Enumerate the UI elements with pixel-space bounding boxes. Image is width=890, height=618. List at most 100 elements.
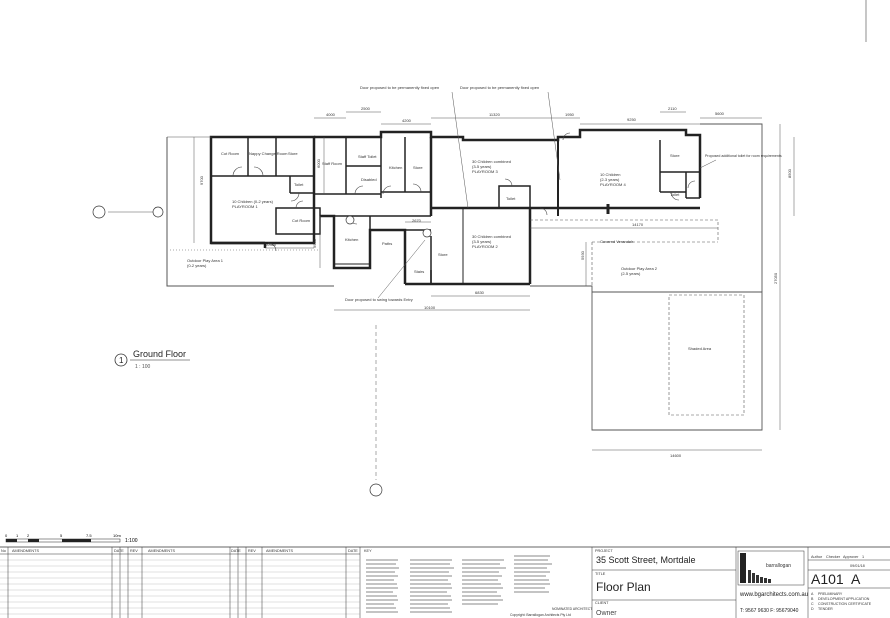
label-nappy-change: Nappy Change Room [249, 151, 288, 156]
label-playroom-1-code: PLAYROOM 1 [232, 204, 258, 209]
label-store-1: Store [288, 151, 298, 156]
project-name: 35 Scott Street, Mortdale [596, 555, 696, 565]
amend-hdr-date-2: DATE [231, 549, 241, 553]
amend-hdr-date-3: DATE [348, 549, 358, 553]
amend-hdr-no: No [1, 549, 6, 553]
note-door-fixed-1: Door proposed to be permanently fixed op… [360, 85, 439, 90]
dim-2110: 2110 [668, 106, 677, 111]
rev-row-c: CONSTRUCTION CERTIFICATE [818, 602, 872, 606]
dim-2670: 2670 [412, 218, 422, 223]
amend-hdr-date: DATE [114, 549, 124, 553]
scale-tick-7-5: 7.5 [86, 533, 92, 538]
amend-hdr-rev: REV [130, 549, 138, 553]
dim-14600: 14600 [670, 453, 682, 458]
view-title: 1 Ground Floor 1 : 100 [114, 349, 190, 370]
label-kitchen-1: Kitchen [389, 165, 402, 170]
dim-11320: 11320 [489, 112, 501, 117]
dimension-lines [108, 91, 795, 480]
scale-tick-2: 2 [27, 533, 30, 538]
rev-row-d-letter: D [811, 607, 814, 611]
dim-9930: 9930 [312, 238, 317, 248]
project-label: PROJECT [595, 549, 613, 553]
amend-hdr-amend-2: AMENDMENTS [148, 549, 175, 553]
key-label: KEY [364, 549, 372, 553]
label-store-5: Store [670, 153, 680, 158]
label-cot-room-1: Cot Room [221, 151, 240, 156]
amend-hdr-amend-3: AMENDMENTS [266, 549, 293, 553]
client-name: Owner [596, 610, 617, 617]
label-playroom-1: 10 Children (0-2 years) [232, 199, 274, 204]
dim-5930: 5930 [580, 250, 585, 260]
revision-letter: A [851, 571, 861, 587]
copyright: Copyright: Barrallogan Architects Pty Lt… [510, 613, 571, 617]
label-staff-room: Staff Room [322, 161, 343, 166]
title-block [0, 546, 890, 618]
label-playroom-4-sub: (2-3 years) [600, 177, 620, 182]
title-label: TITLE [595, 572, 606, 576]
rev-row-a-letter: A [811, 592, 814, 596]
scale-value: 1 [862, 555, 864, 559]
label-outdoor-2: Outdoor Play Area 2 [621, 266, 658, 271]
outdoor-boundaries [166, 123, 763, 431]
scale-tick-0: 0 [5, 533, 8, 538]
note-proposed-toilets: Proposed additional toilet for room requ… [705, 154, 782, 158]
label-cot-room-2: Cot Room [292, 218, 311, 223]
scale-tick-1: 1 [16, 533, 19, 538]
label-playroom-4: 10 Children [600, 172, 620, 177]
website: www.bgarchitects.com.au [739, 592, 808, 598]
date-value: 09/01/18 [850, 564, 865, 568]
scale-bar: 0 1 2 5 7.5 10m 1:100 [5, 533, 138, 544]
revision-list: PRELIMINARY DEVELOPMENT APPLICATION CONS… [811, 592, 872, 611]
drawing-title: Floor Plan [596, 580, 651, 594]
rev-row-d: TENDER [818, 607, 833, 611]
dim-1950: 1950 [565, 112, 575, 117]
firm-name: barrallogan [766, 563, 791, 569]
label-shaded-area: Shaded Area [688, 346, 712, 351]
dim-4000: 4000 [326, 112, 336, 117]
approved-by: Approver [843, 555, 859, 559]
label-playroom-3: 30 Children combined [472, 159, 511, 164]
dim-5600: 5600 [715, 111, 725, 116]
checked-by: Checker [826, 555, 841, 559]
amend-hdr-rev-2: REV [248, 549, 256, 553]
dim-6000: 6000 [316, 158, 321, 168]
label-playroom-2-code: PLAYROOM 2 [472, 244, 498, 249]
client-label: CLIENT [595, 601, 609, 605]
dim-9700: 9700 [199, 175, 204, 185]
label-playroom-2: 30 Children combined [472, 234, 511, 239]
dim-27050: 27050 [773, 272, 778, 284]
dim-8500: 8500 [787, 168, 792, 178]
view-scale: 1 : 100 [135, 364, 151, 370]
label-covered-verandah: Covered Verandah [600, 239, 633, 244]
dim-14170: 14170 [632, 222, 644, 227]
label-kitchen-2: Kitchen [345, 237, 358, 242]
building-walls [209, 128, 702, 286]
dim-4200: 4200 [402, 118, 412, 123]
section-markers [92, 205, 432, 497]
rev-row-b-letter: B [811, 597, 814, 601]
nominated-architect: NOMINATED ARCHITECT [552, 607, 592, 611]
label-store-3: Store [438, 252, 448, 257]
label-playroom-4-code: PLAYROOM 4 [600, 182, 626, 187]
label-staff-toilet: Staff Toilet [358, 154, 377, 159]
dim-10100: 10100 [424, 305, 436, 310]
label-toilet-1: Toilet [294, 182, 304, 187]
phone: T: 9567 9630 F: 95679040 [740, 608, 799, 614]
label-outdoor-1-sub: (0-2 years) [187, 263, 207, 268]
legend-key-text [366, 555, 552, 613]
dim-6830: 6830 [475, 290, 485, 295]
label-outdoor-1: Outdoor Play Area 1 [187, 258, 224, 263]
firm-logo: barrallogan [737, 550, 805, 586]
dim-10980: 10980 [265, 242, 277, 247]
label-toilet-3: Toilet [670, 192, 680, 197]
view-title-text: Ground Floor [133, 349, 186, 359]
label-outdoor-2-sub: (2-5 years) [621, 271, 641, 276]
note-door-swing: Door proposed to swing towards Entry [345, 297, 413, 302]
label-store-2: Store [413, 165, 423, 170]
label-playroom-3-code: PLAYROOM 3 [472, 169, 498, 174]
amend-hdr-amend: AMENDMENTS [12, 549, 39, 553]
dim-9250: 9250 [627, 117, 637, 122]
view-number: 1 [119, 356, 124, 365]
label-playroom-3-sub: (3-5 years) [472, 164, 492, 169]
